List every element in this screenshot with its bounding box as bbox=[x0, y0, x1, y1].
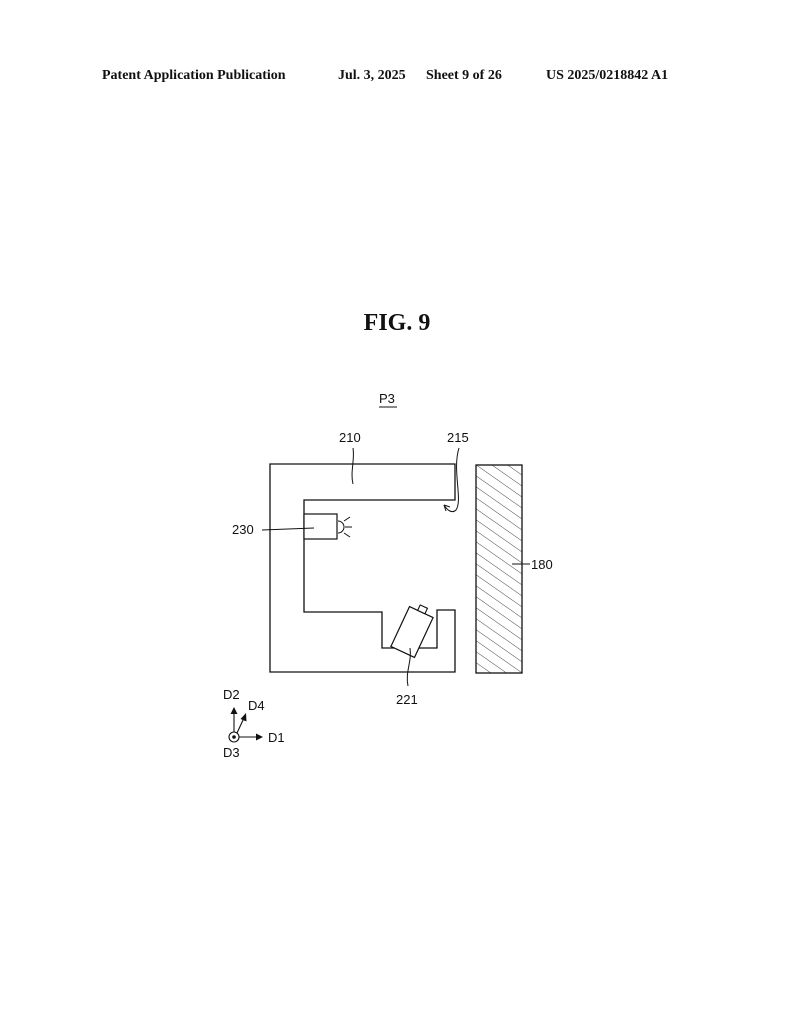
axis-d4-label: D4 bbox=[248, 698, 265, 713]
page-header: Patent Application Publication Jul. 3, 2… bbox=[0, 68, 794, 88]
figure-title: FIG. 9 bbox=[363, 310, 431, 336]
light-rays-icon bbox=[337, 516, 352, 538]
label-221: 221 bbox=[396, 692, 418, 707]
light-source-230 bbox=[303, 513, 338, 540]
position-label: P3 bbox=[379, 391, 395, 406]
wall-180 bbox=[475, 464, 523, 674]
publication-number: US 2025/0218842 A1 bbox=[546, 68, 669, 83]
publication-date: Jul. 3, 2025 bbox=[338, 68, 406, 83]
label-210: 210 bbox=[339, 430, 361, 445]
axis-d2-label: D2 bbox=[223, 687, 240, 702]
sheet-number: Sheet 9 of 26 bbox=[426, 68, 502, 83]
leader-215-arrow bbox=[443, 504, 451, 512]
publication-label: Patent Application Publication bbox=[102, 68, 286, 83]
housing-210-outline bbox=[269, 463, 456, 673]
camera-221 bbox=[390, 604, 434, 659]
label-215: 215 bbox=[447, 430, 469, 445]
leader-210 bbox=[351, 447, 354, 485]
leader-230 bbox=[261, 527, 315, 531]
leader-215 bbox=[443, 447, 460, 513]
axis-d1-label: D1 bbox=[268, 730, 285, 745]
leader-221 bbox=[406, 647, 411, 687]
direction-axes bbox=[228, 707, 263, 743]
axis-d3-label: D3 bbox=[223, 745, 240, 760]
label-180: 180 bbox=[531, 557, 553, 572]
label-230: 230 bbox=[232, 522, 254, 537]
